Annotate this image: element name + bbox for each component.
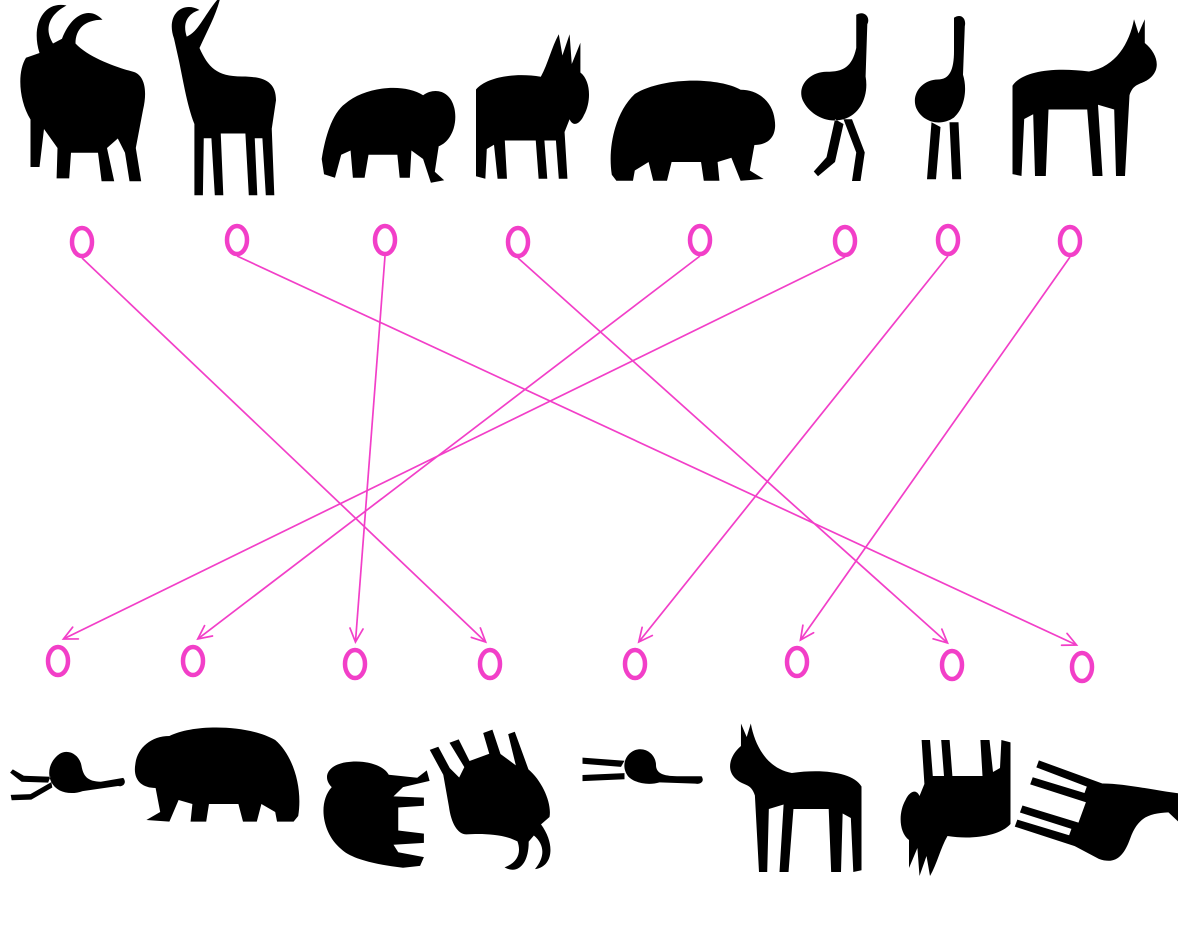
connection-t7-b5 xyxy=(638,255,949,643)
arrow-head-b5 xyxy=(637,626,654,644)
bottom-node-7[interactable] xyxy=(939,648,965,682)
bottom-antelope-silhouette xyxy=(730,723,862,872)
arrow-head-b7 xyxy=(932,628,949,645)
connection-t8-b6 xyxy=(799,256,1071,641)
bottom-lion-silhouette xyxy=(323,761,430,868)
top-ostrich-standing-silhouette xyxy=(914,16,966,180)
bottom-moose-silhouette xyxy=(900,740,1011,876)
connection-t5-b2 xyxy=(197,255,701,640)
connection-t3-b3 xyxy=(354,255,386,643)
bottom-node-2[interactable] xyxy=(180,644,206,678)
top-bear-silhouette xyxy=(610,80,776,181)
connection-t2-b8 xyxy=(236,255,1077,646)
bottom-node-4[interactable] xyxy=(477,647,503,681)
bottom-node-8[interactable] xyxy=(1069,650,1095,684)
bottom-node-3[interactable] xyxy=(342,647,368,681)
bottom-ostrich-silhouette xyxy=(4,742,126,806)
top-node-7[interactable] xyxy=(935,223,961,257)
bottom-node-5[interactable] xyxy=(622,647,648,681)
connection-t4-b7 xyxy=(517,257,949,644)
top-goat-silhouette xyxy=(20,4,146,182)
connection-t1-b4 xyxy=(81,257,487,643)
bottom-node-1[interactable] xyxy=(45,644,71,678)
arrow-head-b2 xyxy=(196,624,214,641)
top-node-5[interactable] xyxy=(687,223,713,257)
arrow-head-b3 xyxy=(349,627,364,644)
top-antelope-silhouette xyxy=(1012,19,1157,176)
arrow-head-b4 xyxy=(470,627,488,644)
top-node-1[interactable] xyxy=(69,225,95,259)
arrow-head-b6 xyxy=(799,624,815,642)
top-gazelle-silhouette xyxy=(171,0,276,196)
bottom-node-6[interactable] xyxy=(784,645,810,679)
connection-t6-b1 xyxy=(63,256,846,640)
arrow-head-b8 xyxy=(1060,632,1079,647)
top-node-4[interactable] xyxy=(505,225,531,259)
arrow-head-b1 xyxy=(61,626,80,640)
top-node-6[interactable] xyxy=(832,224,858,258)
top-moose-silhouette xyxy=(476,34,590,179)
bottom-ostrich-standing-silhouette xyxy=(582,749,703,784)
top-node-3[interactable] xyxy=(372,223,398,257)
top-node-2[interactable] xyxy=(224,223,250,257)
silhouette-layer xyxy=(4,0,1178,893)
node-layer xyxy=(45,223,1095,684)
bottom-gazelle-silhouette xyxy=(1014,741,1178,893)
top-lion-silhouette xyxy=(321,87,456,183)
top-node-8[interactable] xyxy=(1057,224,1083,258)
bottom-goat-silhouette xyxy=(426,717,569,891)
bottom-bear-silhouette xyxy=(134,727,300,822)
top-ostrich-silhouette xyxy=(801,13,869,182)
connection-layer xyxy=(61,255,1079,647)
